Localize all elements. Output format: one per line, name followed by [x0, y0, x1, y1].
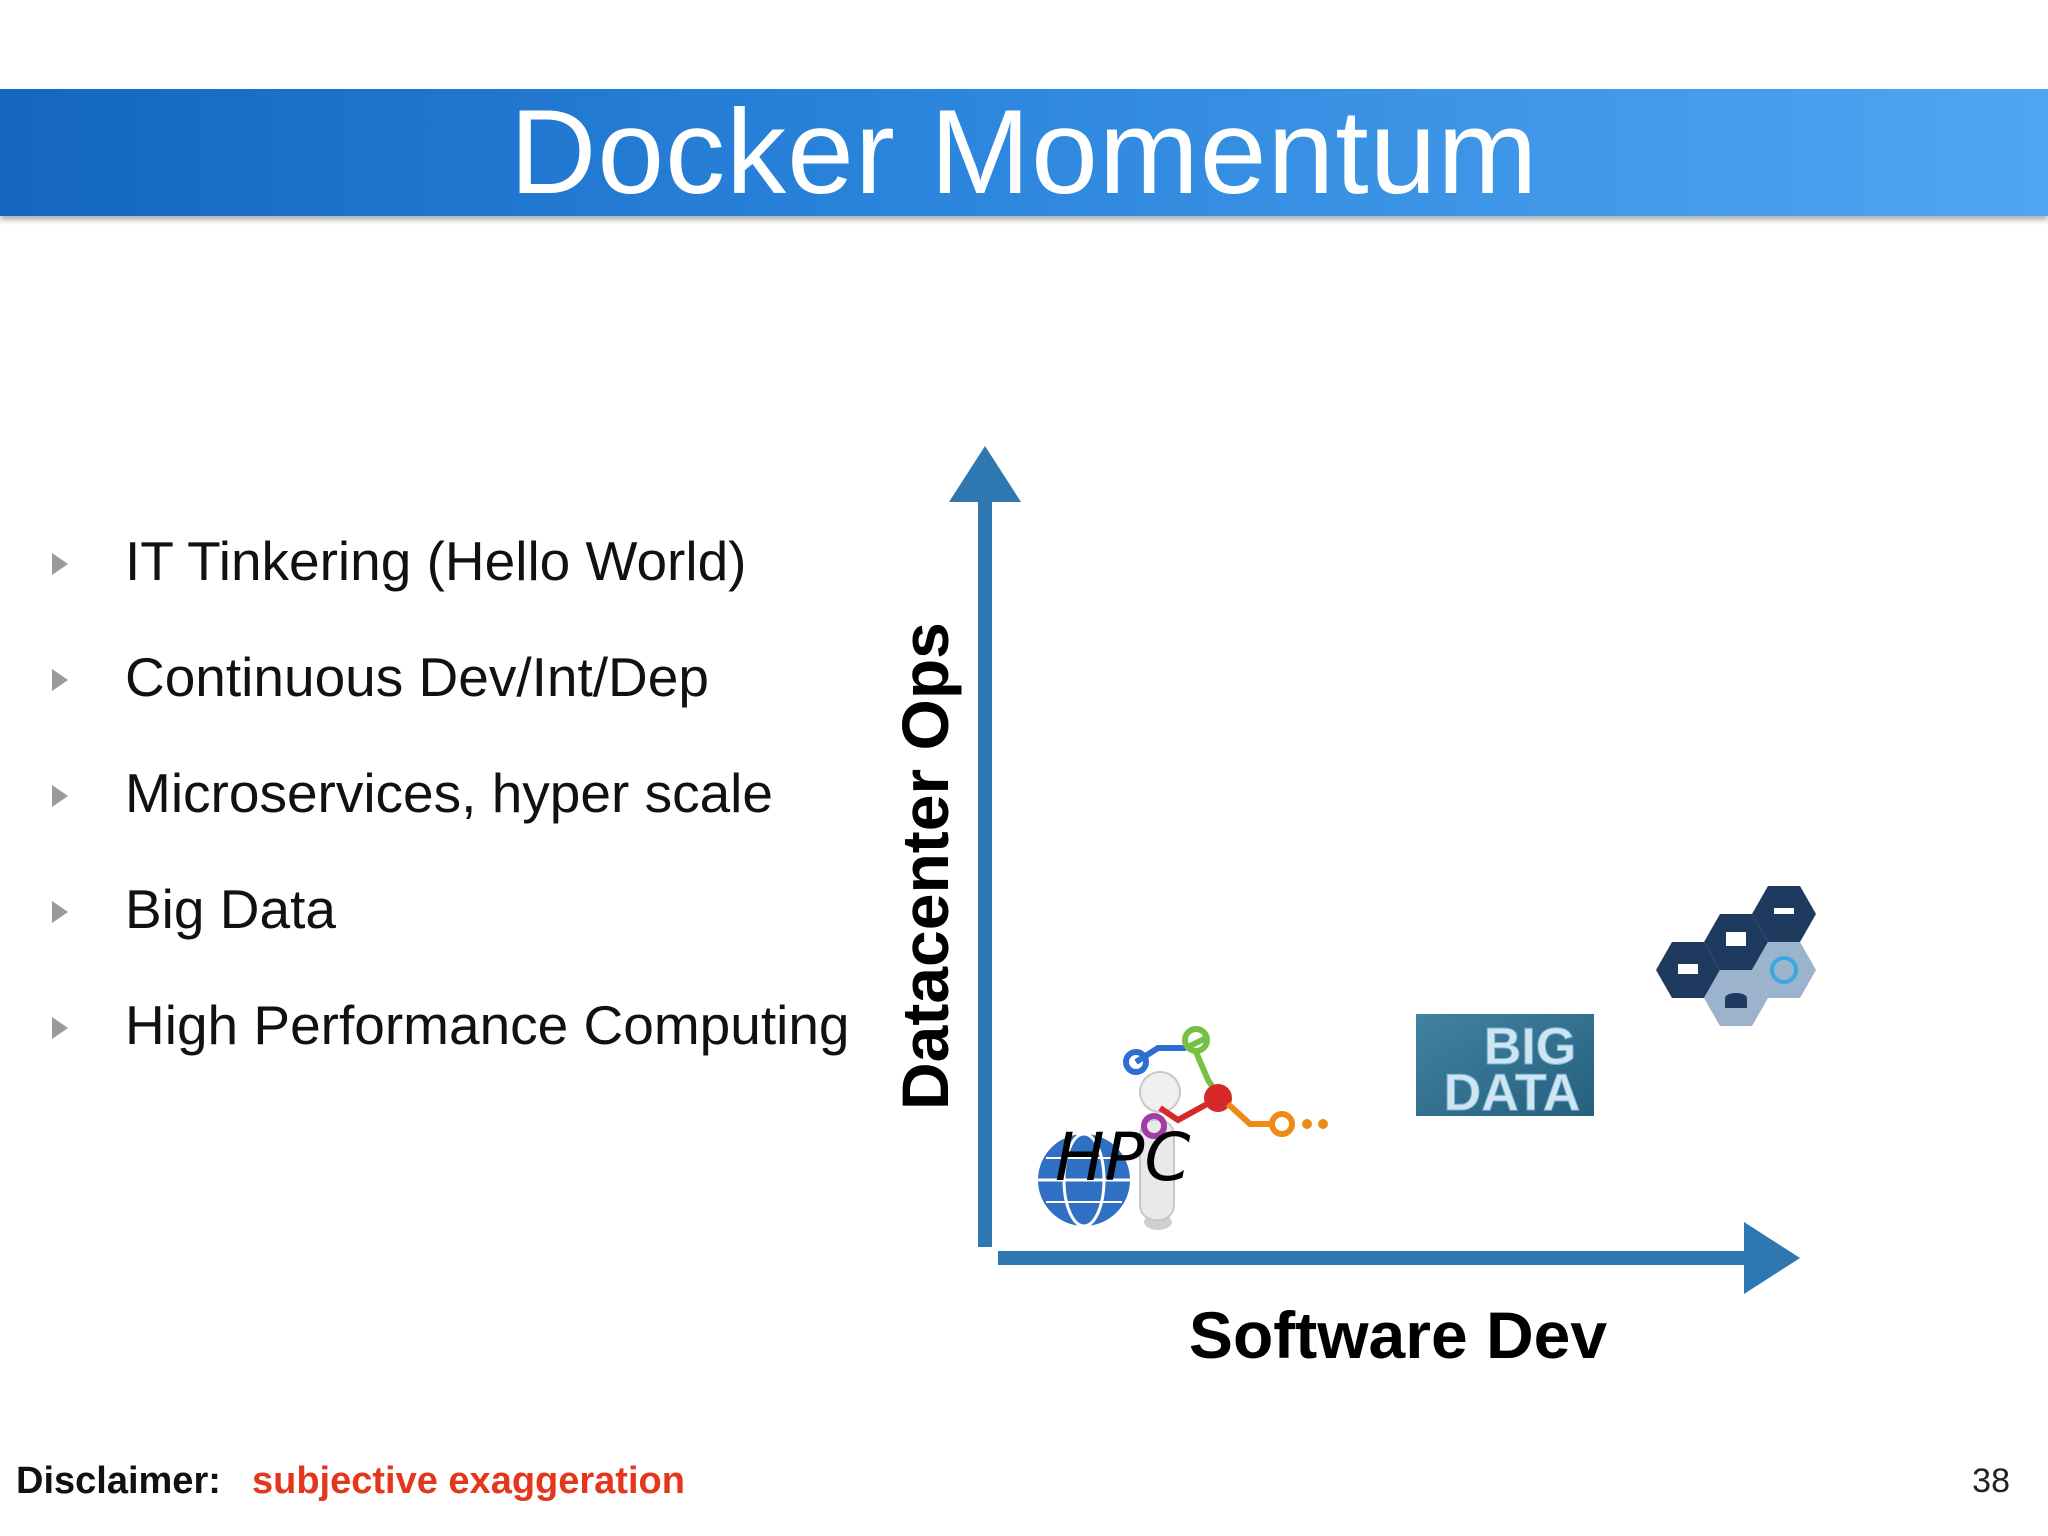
person-figure-icon	[1139, 1071, 1181, 1230]
hpc-label: HPC	[1055, 1119, 1191, 1196]
slide-number: 38	[1972, 1462, 2010, 1500]
bigdata-logo-line2: DATA	[1444, 1064, 1581, 1122]
x-axis-label: Software Dev	[1189, 1298, 1607, 1372]
bigdata-logo-line1: BIG	[1484, 1018, 1576, 1076]
bullet-text: Microservices, hyper scale	[125, 762, 773, 824]
y-axis-arrow	[949, 446, 1021, 1247]
hpc-illustration: HPC	[1038, 1026, 1328, 1230]
bullet-text: High Performance Computing	[125, 994, 850, 1056]
y-axis-label: Datacenter Ops	[888, 622, 962, 1110]
bullet-triangle-icon	[52, 901, 68, 923]
bullet-text: IT Tinkering (Hello World)	[125, 530, 747, 592]
hexagon-icon	[1752, 942, 1816, 998]
bullet-text: Continuous Dev/Int/Dep	[125, 646, 709, 708]
microservices-hexagon-cluster-icon	[1656, 886, 1816, 1026]
bigdata-logo: BIG DATA	[1416, 1014, 1594, 1123]
globe-icon	[1038, 1132, 1130, 1228]
bullet-triangle-icon	[52, 785, 68, 807]
bullet-triangle-icon	[52, 553, 68, 575]
bullet-triangle-icon	[52, 669, 68, 691]
title-banner: Docker Momentum	[0, 89, 2048, 216]
bullet-triangle-icon	[52, 1017, 68, 1039]
disclaimer-value: subjective exaggeration	[252, 1460, 685, 1502]
x-axis-arrow	[998, 1222, 1800, 1294]
molecule-chain-icon	[1123, 1026, 1328, 1139]
disclaimer-label: Disclaimer:	[16, 1460, 221, 1502]
slide-title: Docker Momentum	[509, 85, 1539, 219]
bullet-text: Big Data	[125, 878, 336, 940]
